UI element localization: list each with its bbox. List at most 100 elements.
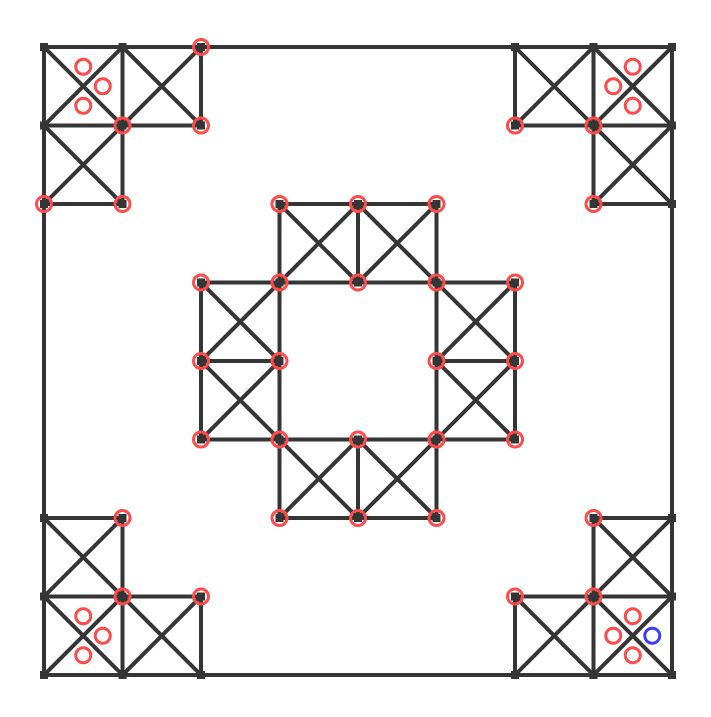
vertex-node (275, 278, 284, 287)
vertex-marker (584, 195, 603, 213)
cell-marker (623, 57, 642, 76)
grid-cell (120, 45, 203, 128)
vertex-marker (270, 352, 289, 370)
cell-diagonal (435, 281, 517, 363)
vertex-node (432, 435, 441, 444)
cell-diagonal (356, 438, 438, 520)
cell-diagonal (592, 595, 674, 677)
vertex-node (40, 121, 48, 130)
vertex-node (354, 278, 362, 287)
grid-cell (356, 437, 439, 520)
vertex-node (589, 43, 598, 51)
cell-marker (604, 77, 623, 96)
vertex-node (275, 435, 284, 444)
outer-frame (42, 45, 674, 677)
vertex-node (197, 435, 205, 444)
vertex-node (118, 43, 127, 51)
vertex-marker (192, 38, 210, 56)
vertex-node (511, 43, 519, 51)
vertex-marker (113, 116, 132, 135)
vertex-node (511, 592, 519, 601)
vertex-marker (349, 509, 367, 527)
vertex-marker (270, 509, 289, 527)
vertex-marker (349, 195, 367, 213)
vertex-node (354, 435, 362, 444)
cell-marker (93, 626, 112, 645)
cell-diagonal (121, 45, 203, 127)
vertex-marker (270, 430, 289, 449)
vertex-node (197, 43, 205, 51)
vertex-node (668, 592, 676, 601)
cell-diagonal (42, 595, 124, 677)
vertex-node (589, 592, 598, 601)
cell-diagonal (42, 516, 124, 598)
cell-diagonal (356, 202, 438, 284)
grid-cell (434, 359, 517, 442)
vertex-node (432, 278, 441, 287)
vertex-marker (584, 116, 603, 135)
highlight-marker (643, 626, 662, 645)
vertex-node (589, 200, 598, 208)
vertex-marker (506, 273, 524, 292)
vertex-marker (427, 352, 446, 370)
vertex-node (589, 671, 598, 679)
vertex-node (511, 121, 519, 130)
vertex-node (118, 592, 127, 601)
vertex-marker (506, 352, 524, 370)
vertex-marker (427, 195, 446, 213)
vertex-marker (270, 273, 289, 292)
vertex-node (275, 514, 284, 522)
cell-diagonal (435, 359, 517, 441)
vertex-marker (349, 273, 367, 292)
grid-cell (42, 123, 125, 206)
grid-cell (591, 594, 674, 677)
cell-diagonal (42, 124, 124, 206)
cell-marker (604, 626, 623, 645)
vertex-marker (506, 430, 524, 449)
cell-marker (74, 646, 93, 665)
vertex-node (40, 43, 48, 51)
vertex-node (511, 671, 519, 679)
vertex-node (432, 200, 441, 208)
vertex-node (511, 357, 519, 365)
cell-marker (623, 646, 642, 665)
vertex-node (40, 200, 48, 208)
vertex-node (432, 514, 441, 522)
vertex-marker (427, 509, 446, 527)
vertex-node (197, 357, 205, 365)
vertex-marker (35, 195, 53, 213)
vertex-markers (35, 38, 662, 665)
vertex-marker (113, 587, 132, 606)
vertex-marker (584, 587, 603, 606)
grid-lines (40, 43, 676, 679)
vertex-node (118, 200, 127, 208)
cell-diagonal (121, 595, 203, 677)
cell-marker (74, 96, 93, 115)
grid-cell (120, 594, 203, 677)
vertex-marker (192, 273, 210, 292)
vertex-marker (270, 195, 289, 213)
grid-cell (591, 123, 674, 206)
vertex-marker (192, 587, 210, 606)
vertex-marker (506, 587, 524, 606)
cell-marker (74, 607, 93, 626)
vertex-node (668, 671, 676, 679)
vertex-marker (427, 430, 446, 449)
vertex-node (589, 121, 598, 130)
vertex-node (511, 278, 519, 287)
vertex-node (197, 121, 205, 130)
vertex-marker (506, 116, 524, 135)
vertex-node (275, 200, 284, 208)
vertex-node (40, 671, 48, 679)
vertex-node (354, 200, 362, 208)
vertex-node (197, 592, 205, 601)
cell-diagonal (199, 281, 281, 363)
cell-diagonal (199, 359, 281, 441)
vertex-marker (192, 116, 210, 135)
vertex-marker (192, 352, 210, 370)
grid-cell (356, 202, 439, 285)
vertex-node (668, 514, 676, 522)
vertex-marker (113, 195, 132, 213)
vertex-marker (427, 273, 446, 292)
cell-diagonal (278, 438, 360, 520)
